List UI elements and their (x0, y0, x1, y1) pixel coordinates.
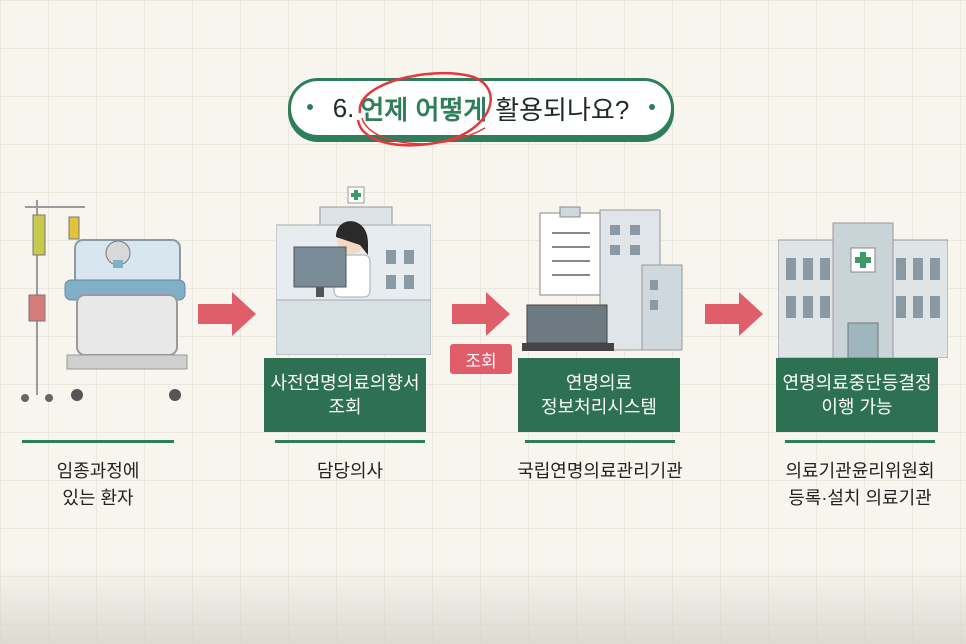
arrow-right-icon (705, 292, 763, 336)
caption-line1: 의료기관윤리위원회 (785, 461, 935, 481)
step-box-line2: 이행 가능 (821, 397, 893, 417)
title-pill: 6. 언제 어떻게 활용되나요? (288, 78, 674, 138)
caption-patient: 임종과정에 있는 환자 (0, 458, 198, 512)
caption-divider (785, 440, 935, 443)
bottom-shade (0, 564, 966, 644)
step-box-line1: 연명의료 (565, 372, 633, 393)
caption-divider (525, 440, 675, 443)
caption-line1: 임종과정에 (56, 461, 140, 481)
title-dot-right (649, 104, 655, 110)
information-system-illustration (522, 206, 683, 351)
caption-divider (22, 440, 174, 443)
caption-line1: 담당의사 (316, 461, 384, 481)
hospital-illustration (778, 222, 948, 358)
caption-national-agency: 국립연명의료관리기관 (500, 458, 700, 485)
step-box-line1: 연명의료중단등결정 (782, 372, 932, 393)
step-box-query: 사전연명의료의향서 조회 (264, 358, 426, 432)
query-badge: 조회 (450, 344, 512, 374)
patient-bed-illustration (21, 200, 188, 402)
step-box-system: 연명의료 정보처리시스템 (518, 358, 680, 432)
title-dot-left (307, 104, 313, 110)
caption-line1: 국립연명의료관리기관 (517, 461, 683, 481)
caption-line2: 있는 환자 (62, 488, 134, 508)
caption-divider (275, 440, 425, 443)
step-box-execution: 연명의료중단등결정 이행 가능 (776, 358, 938, 432)
doctor-illustration (276, 186, 431, 355)
arrow-right-icon (198, 292, 256, 336)
caption-line2: 등록·설치 의료기관 (788, 488, 932, 508)
red-circle-mark (356, 71, 492, 147)
step-box-line1: 사전연명의료의향서 (270, 372, 420, 393)
title-highlight: 언제 어떻게 (360, 94, 488, 125)
title-rest: 활용되나요? (495, 94, 630, 125)
step-box-line2: 조회 (328, 397, 362, 417)
arrow-right-icon (452, 292, 510, 336)
caption-doctor: 담당의사 (250, 458, 450, 485)
title-number: 6. (332, 92, 355, 123)
step-box-line2: 정보처리시스템 (541, 397, 657, 417)
caption-medical-institution: 의료기관윤리위원회 등록·설치 의료기관 (760, 458, 960, 512)
